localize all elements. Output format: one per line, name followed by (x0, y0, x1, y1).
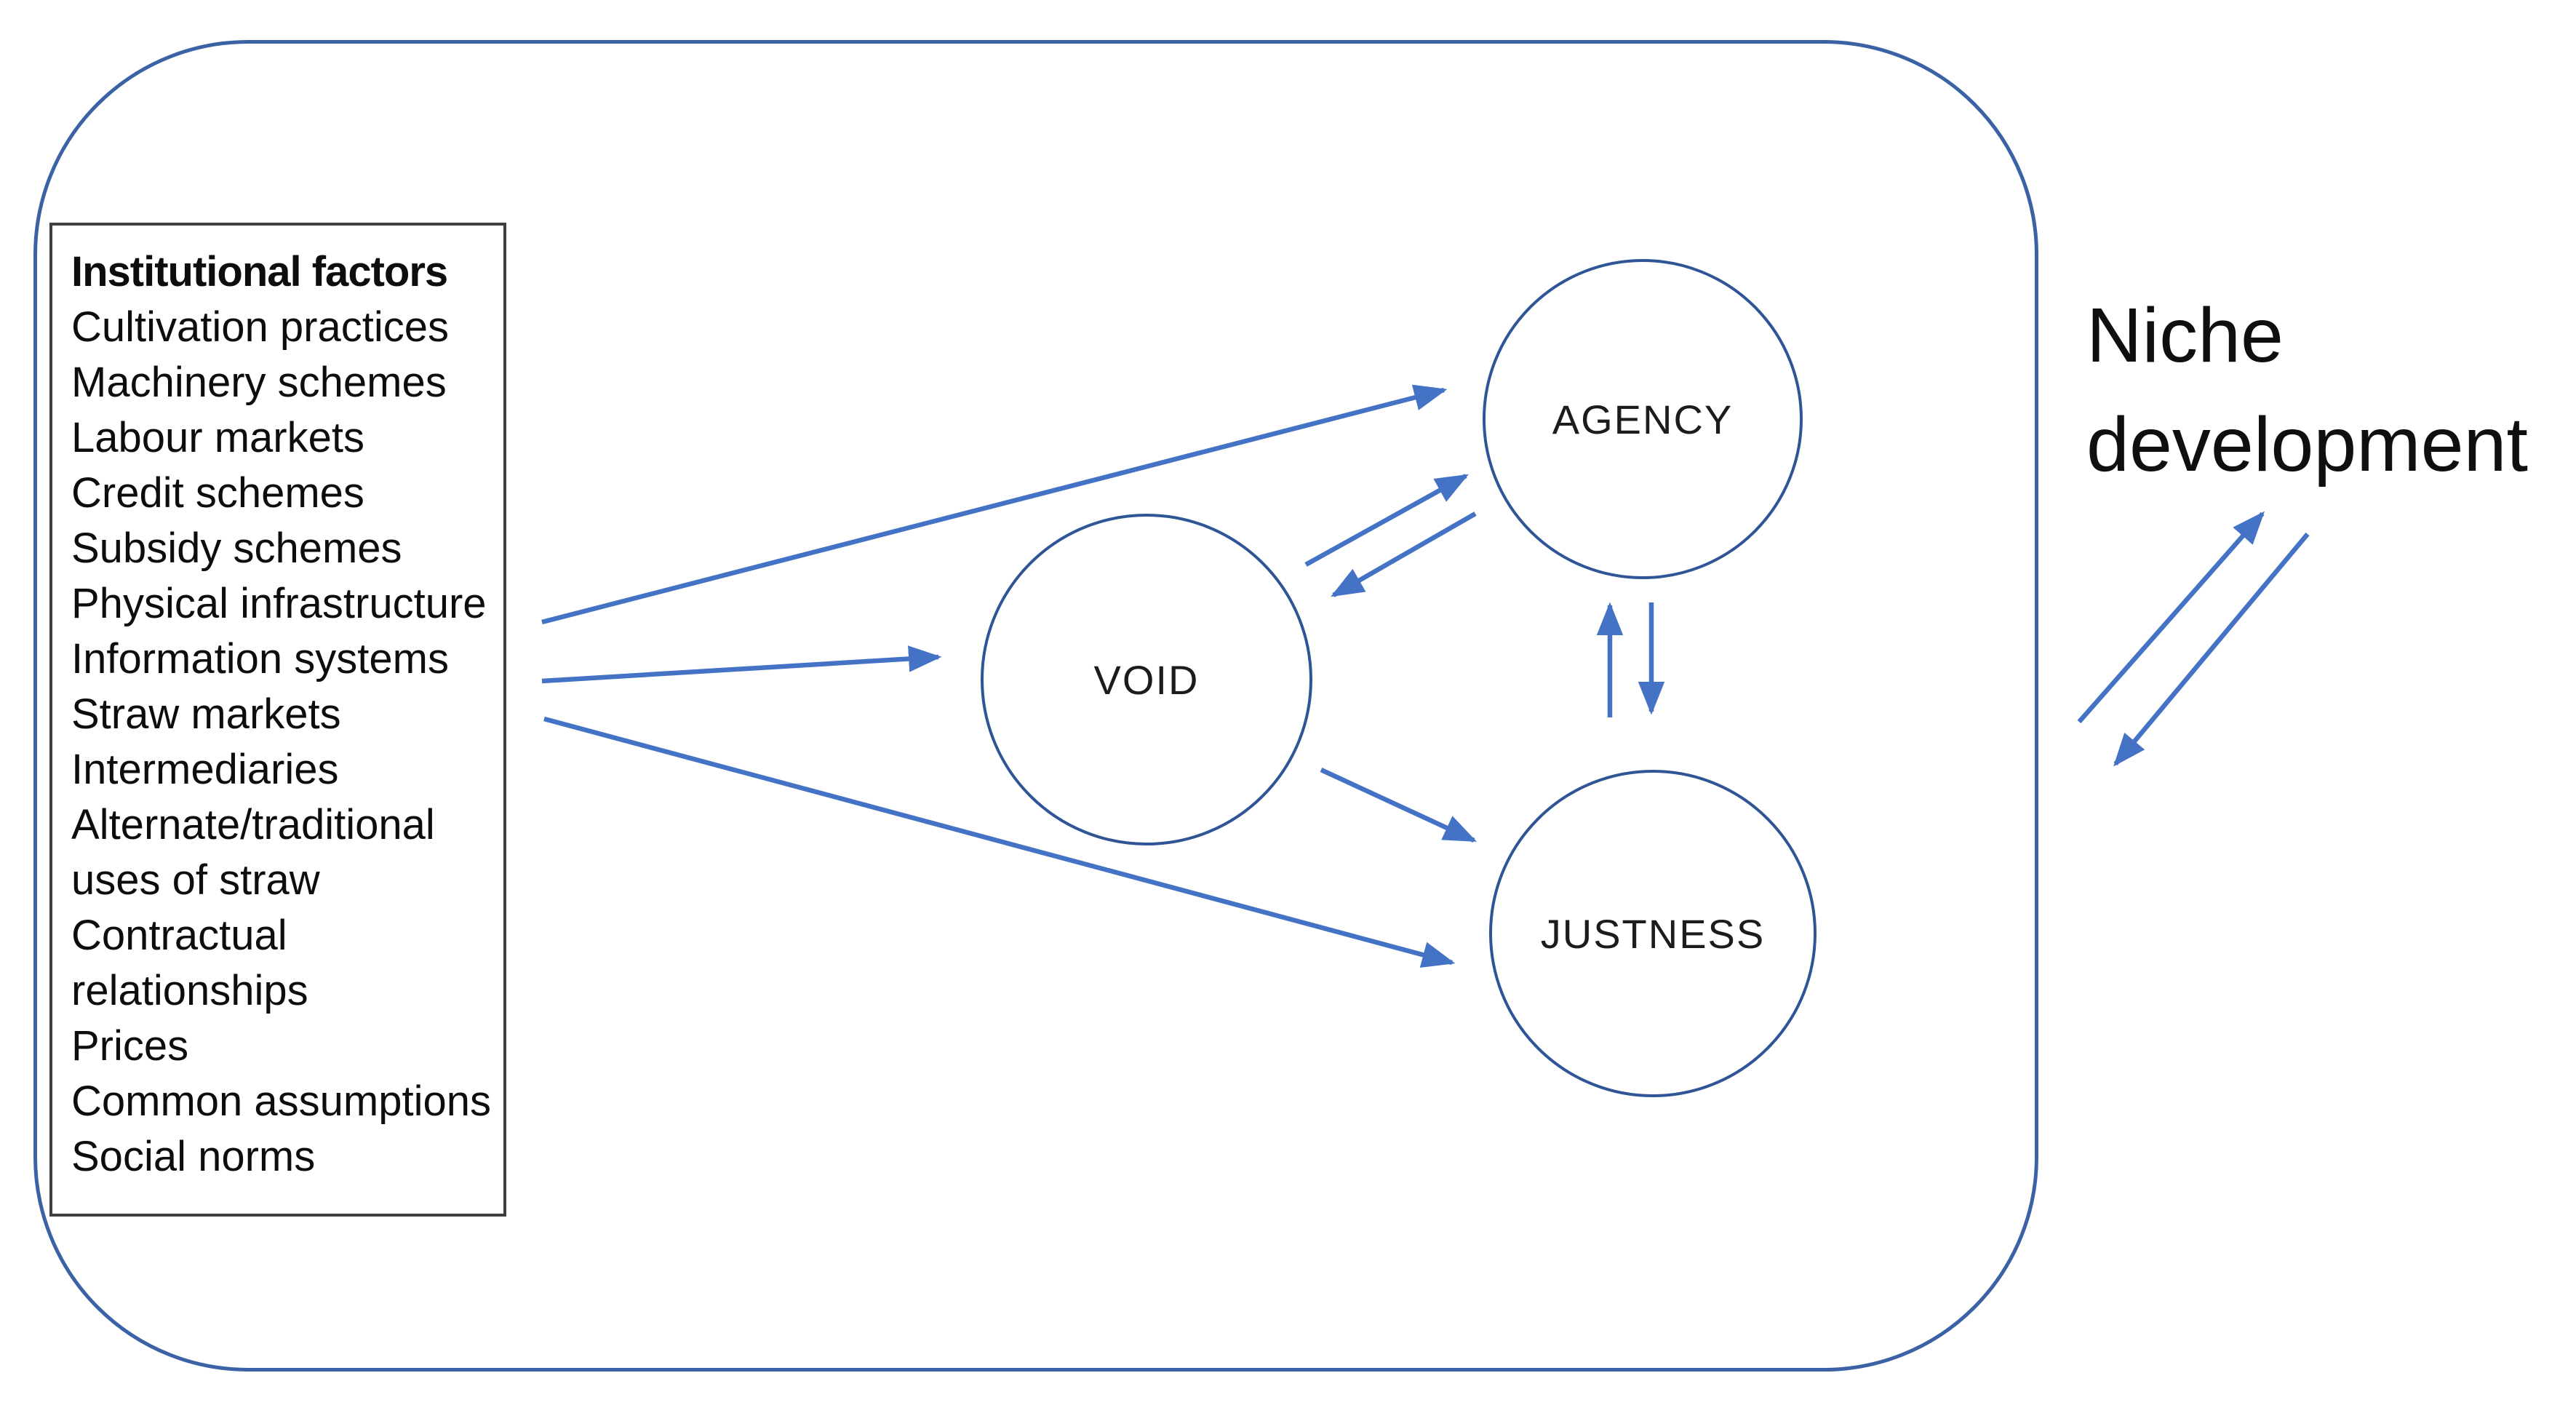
list-item: Prices (71, 1022, 189, 1070)
niche-development-label: Niche development (2086, 292, 2528, 487)
list-item: Machinery schemes (71, 359, 447, 406)
node-agency-label: AGENCY (1552, 396, 1734, 442)
institutional-factors-title: Institutional factors (71, 248, 448, 295)
list-item: Physical infrastructure (71, 580, 487, 627)
niche-boundary-frame (33, 40, 2038, 1372)
list-item: Information systems (71, 635, 449, 682)
list-item: Common assumptions (71, 1078, 491, 1125)
node-void: VOID (981, 514, 1312, 845)
node-agency: AGENCY (1483, 259, 1803, 579)
list-item: Cultivation practices (71, 303, 449, 351)
node-justness: JUSTNESS (1489, 770, 1817, 1097)
list-item: Straw markets (71, 690, 341, 738)
list-item: Subsidy schemes (71, 525, 402, 572)
list-item: Social norms (71, 1133, 316, 1180)
list-item: Labour markets (71, 414, 364, 461)
list-item: Contractual relationships (71, 912, 308, 1014)
list-item: Intermediaries (71, 746, 339, 793)
list-item: Alternate/traditional uses of straw (71, 801, 435, 904)
institutional-factors-box: Institutional factors Cultivation practi… (49, 223, 506, 1217)
node-void-label: VOID (1093, 656, 1200, 703)
arrow-frame-to-niche (2077, 511, 2265, 724)
node-justness-label: JUSTNESS (1540, 910, 1766, 957)
list-item: Credit schemes (71, 469, 364, 517)
arrow-niche-to-frame (2113, 532, 2310, 767)
